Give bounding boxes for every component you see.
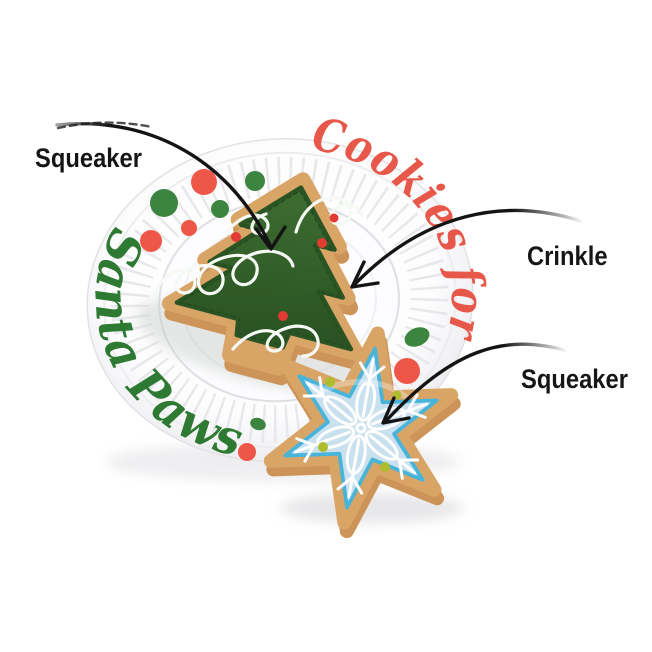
snowflake-shadow — [280, 493, 464, 523]
dot-green — [250, 417, 266, 431]
snowflake-icing — [283, 346, 439, 510]
dot-green — [245, 171, 265, 191]
callout-label-squeaker-tree: Squeaker — [35, 143, 142, 173]
plate-fluted-rim — [111, 156, 449, 444]
dot-green — [404, 327, 430, 347]
callout-label-squeaker-snowflake: Squeaker — [521, 364, 628, 394]
tree-icing-swirls — [151, 196, 364, 358]
snowflake-cookie — [263, 326, 461, 539]
arrowhead-squeaker-tree — [254, 225, 287, 251]
dot-red — [394, 358, 420, 384]
dot-green — [150, 189, 178, 217]
dot-red — [191, 169, 217, 195]
plate-polka-dots — [140, 169, 430, 461]
dot-red — [238, 443, 256, 461]
dot-red — [140, 230, 162, 252]
tree-icing-dots — [231, 213, 339, 321]
callout-label-crinkle: Crinkle — [527, 241, 608, 271]
arrow-squeaker-tree-sketch — [56, 121, 154, 130]
arrow-crinkle — [352, 208, 586, 287]
tree-icing-stitching — [178, 189, 350, 349]
snowflake-white-pattern — [289, 357, 433, 501]
dot-red — [181, 220, 197, 236]
tree-icing — [174, 185, 354, 352]
arrowhead-crinkle — [350, 260, 380, 289]
christmas-tree-cookie — [161, 172, 367, 386]
arrowhead-squeaker-snowflake — [381, 396, 411, 425]
arrow-squeaker-snowflake — [383, 342, 570, 424]
dot-green — [211, 200, 229, 218]
